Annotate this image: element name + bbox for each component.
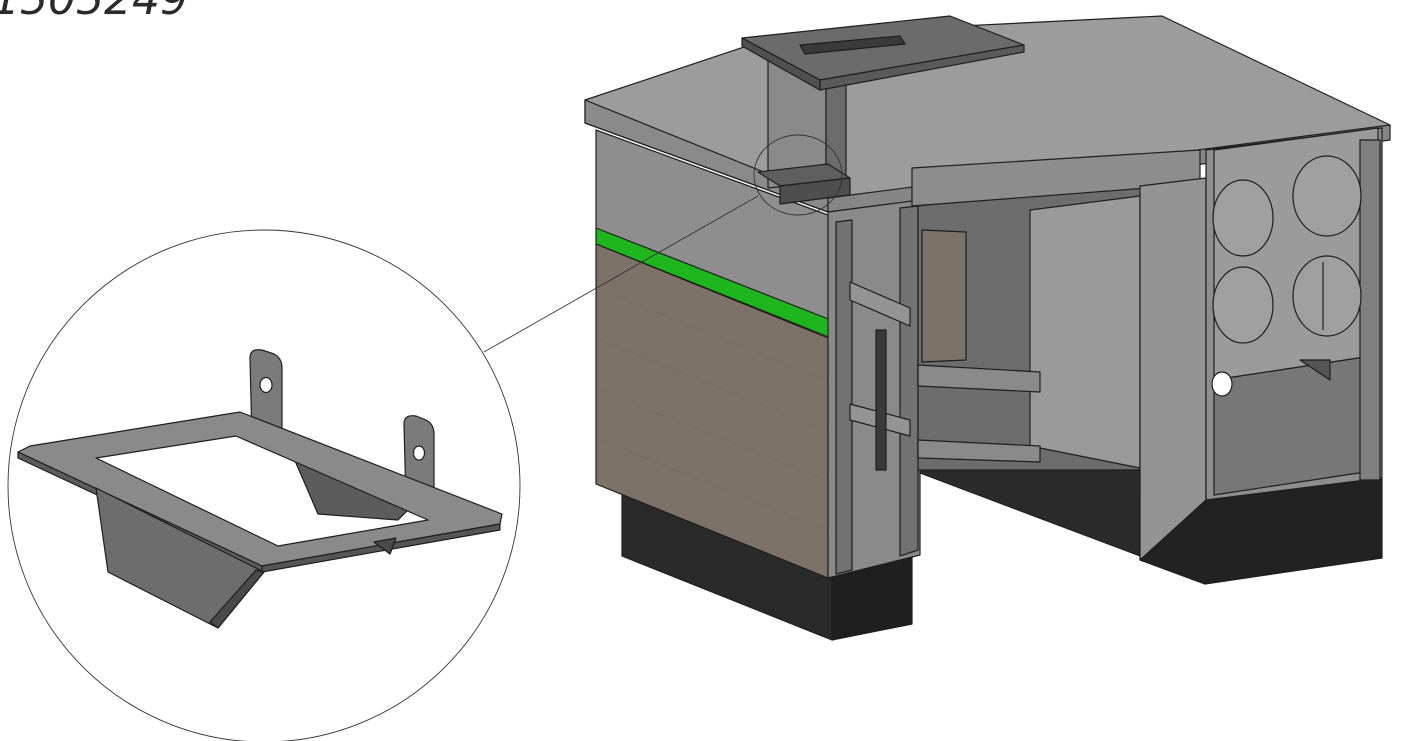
center-post [1139,177,1207,561]
right-duct-section [1205,127,1383,501]
bracket-detail [17,349,503,629]
cabinet-assembly [584,15,1391,641]
part-number-label: 1505249 [0,0,188,22]
detail-callout [7,134,843,741]
center-bay [911,149,1201,471]
magnified-circle [7,229,521,741]
left-open-frame [827,199,921,579]
source-callout-circle [753,134,843,216]
wood-grain [599,289,827,531]
leader-line [483,195,759,353]
display-plate [741,15,1025,91]
